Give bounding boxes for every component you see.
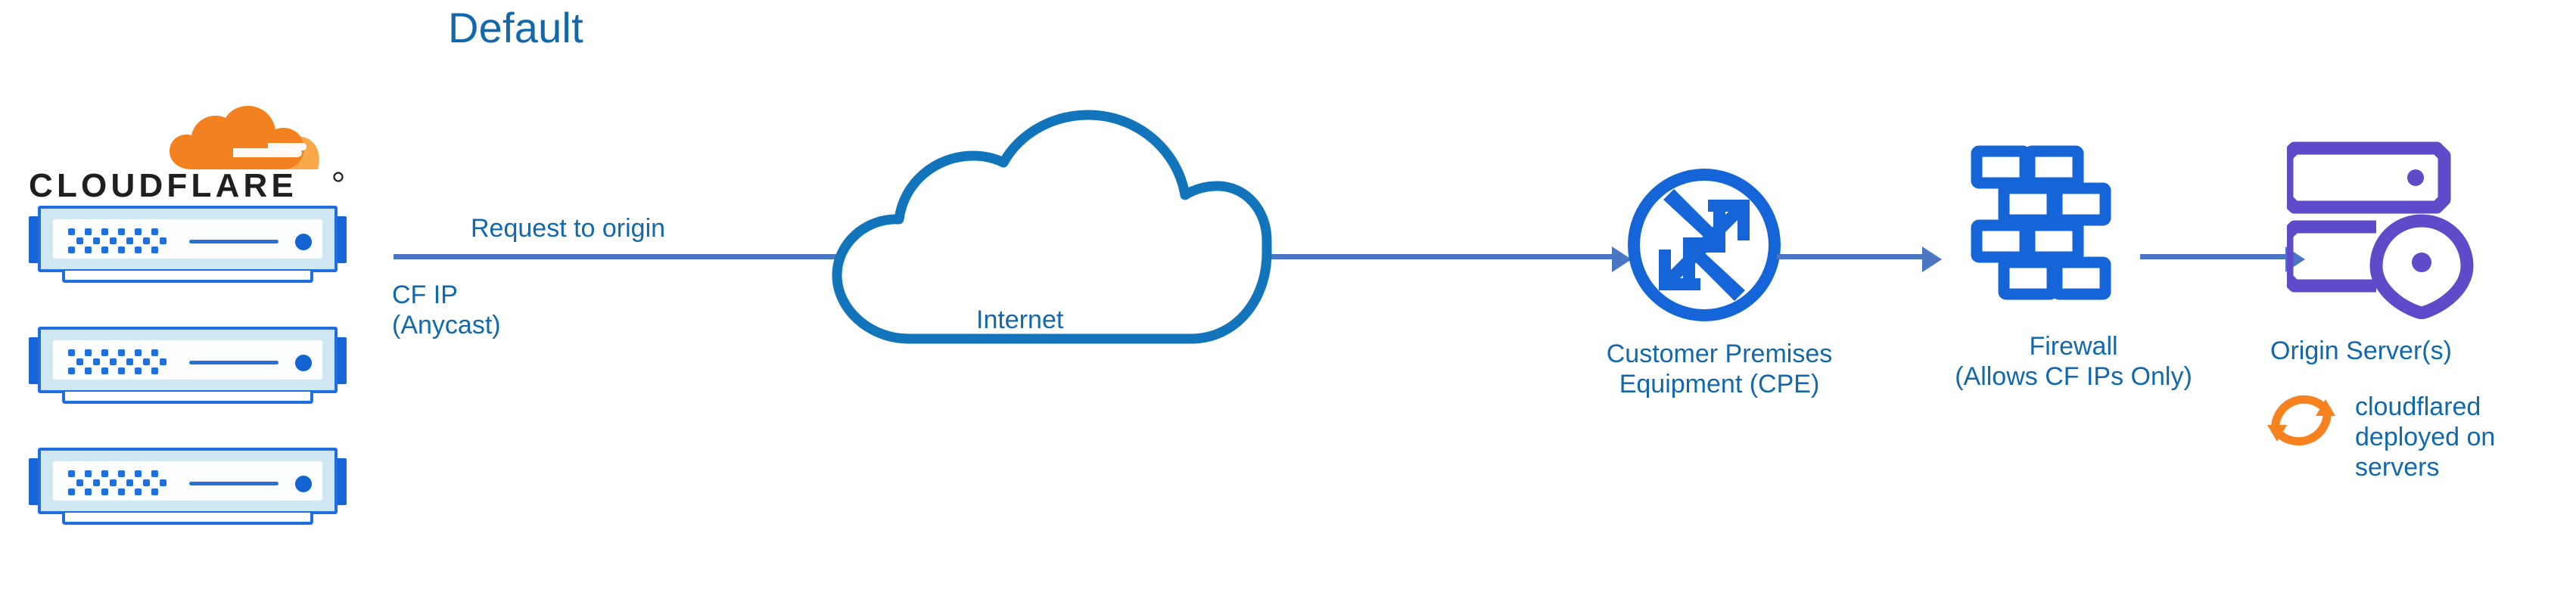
firewall-label: Firewall(Allows CF IPs Only) [1907, 331, 2240, 392]
cloudflared-note-line3: servers [2355, 453, 2440, 482]
page-title: Default [448, 4, 583, 51]
firewall-label-line2: (Allows CF IPs Only) [1955, 362, 2192, 392]
server-port-dots-icon [68, 349, 166, 375]
server-port-dots-icon [68, 228, 166, 254]
cloudflared-note-line1: cloudflared [2355, 392, 2481, 421]
internet-label: Internet [976, 305, 1064, 334]
cpe-label-line2: Equipment (CPE) [1619, 370, 1820, 399]
server-port-dots-icon [68, 470, 166, 496]
cloudflare-wordmark: CLOUDFLARE [29, 167, 347, 204]
edge-cpe-to-firewall [1777, 254, 1925, 259]
cloudflare-logo: CLOUDFLARE [29, 106, 347, 204]
cf-ip-line1: CF IP [392, 281, 458, 309]
server-shell [38, 206, 338, 272]
cloudflared-note-line2: deployed on [2355, 423, 2496, 452]
cloudflare-edge-server-3 [29, 448, 347, 526]
server-status-line [189, 240, 278, 243]
cloudflare-edge-server-1 [29, 206, 347, 284]
server-led-icon [295, 355, 312, 371]
internet-cloud-icon [822, 103, 1276, 345]
arrowhead-icon [1922, 247, 1942, 272]
svg-text:CLOUDFLARE: CLOUDFLARE [29, 168, 297, 204]
server-base [62, 392, 313, 404]
cloudflare-cloud-mark-icon [170, 106, 321, 169]
cpe-router-icon [1624, 165, 1784, 325]
firewall-brick-icon [1968, 144, 2119, 307]
request-to-origin-label: Request to origin [471, 214, 666, 243]
cf-ip-label: CF IP(Anycast) [392, 280, 501, 340]
firewall-label-line1: Firewall [2029, 332, 2118, 361]
cloudflare-edge-server-2 [29, 327, 347, 405]
origin-server-label: Origin Server(s) [2270, 336, 2452, 365]
server-led-icon [295, 234, 312, 250]
server-status-line [189, 361, 278, 364]
server-led-icon [295, 476, 312, 492]
server-status-line [189, 482, 278, 485]
cpe-label-line1: Customer Premises [1606, 340, 1833, 368]
server-shell [38, 327, 338, 393]
cf-ip-line2: (Anycast) [392, 311, 501, 340]
server-base [62, 271, 313, 283]
sync-circular-arrows-icon [2261, 380, 2341, 460]
edge-firewall-to-origin [2140, 254, 2288, 259]
server-base [62, 513, 313, 525]
origin-server-icon [2280, 138, 2476, 320]
